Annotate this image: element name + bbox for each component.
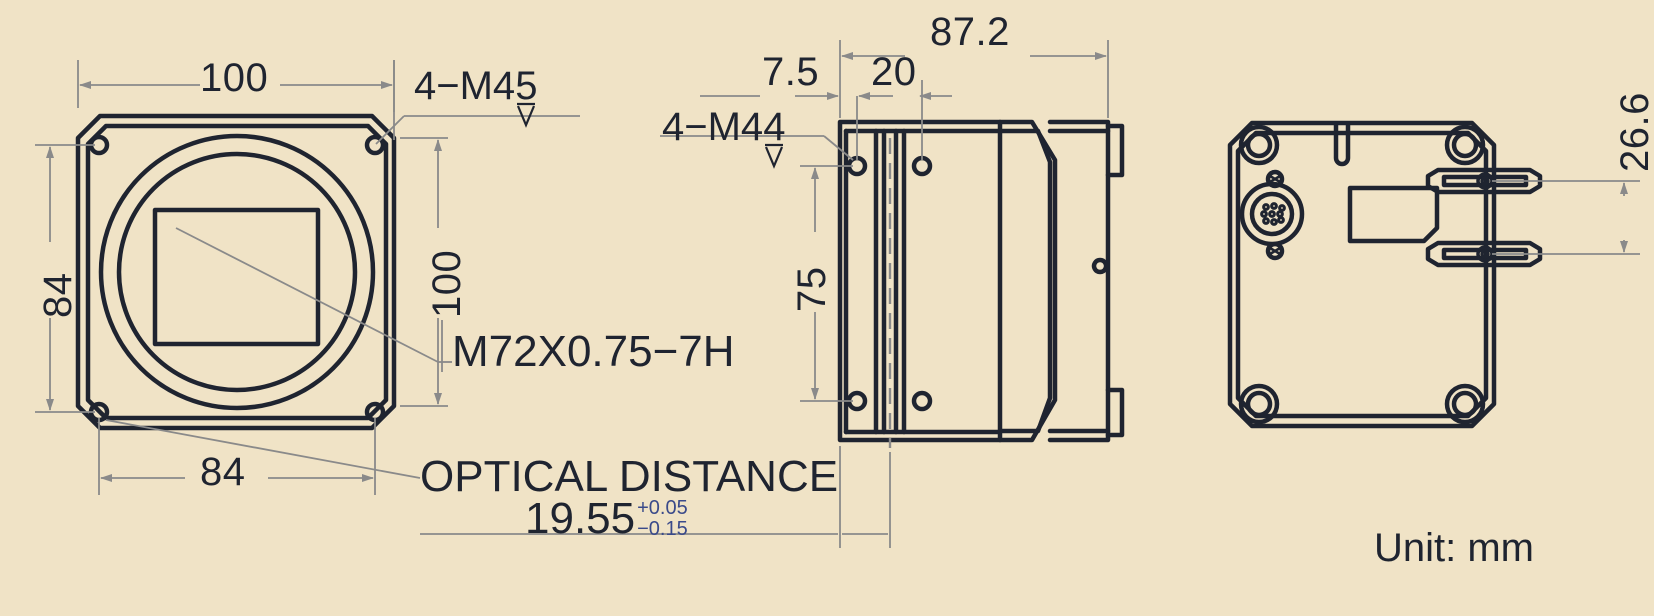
front-screw-note: 4−M4 5 — [414, 64, 538, 128]
rear-connector-spacing-label: 26.6 — [1613, 92, 1654, 172]
depth-symbol-glyph-side — [765, 143, 784, 169]
side-screw-note-thread: M4 — [707, 105, 764, 149]
optical-distance-value: 19.55 — [525, 494, 636, 543]
side-overall-length-label: 87.2 — [930, 10, 1010, 54]
side-view-geometry — [837, 119, 1125, 443]
rear-view-geometry — [1227, 120, 1543, 429]
front-screw-note-depth: 5 — [515, 64, 538, 108]
optical-distance-tolerance: +0.05 −0.15 — [637, 498, 688, 540]
unit-note: Unit: mm — [1374, 526, 1534, 570]
front-hole-width-dimension-label: 84 — [200, 450, 246, 494]
optical-distance-label: OPTICAL DISTANCE — [420, 452, 839, 501]
front-screw-note-dash: − — [436, 64, 460, 108]
side-hole-spacing-label: 20 — [871, 50, 917, 94]
side-hole-height-label: 75 — [790, 266, 834, 313]
front-view-geometry — [75, 113, 397, 431]
front-mount-thread-label: M72X0.75−7H — [452, 327, 735, 376]
front-screw-note-text: 4 — [414, 64, 437, 108]
side-view-dimension-lines — [420, 40, 1109, 548]
front-view-dimension-lines — [35, 60, 580, 495]
tolerance-upper: +0.05 — [637, 497, 688, 520]
side-screw-note-dash: − — [684, 105, 708, 149]
front-width-dimension-label: 100 — [200, 56, 269, 100]
side-screw-note-text: 4 — [662, 105, 685, 149]
side-front-flange-label: 7.5 — [762, 50, 820, 94]
front-height-dimension-label: 100 — [425, 249, 469, 318]
side-screw-note-depth: 4 — [763, 105, 786, 149]
front-hole-height-dimension-label: 84 — [36, 272, 80, 319]
optical-distance-value-group: 19.55 +0.05 −0.15 — [525, 497, 688, 542]
tolerance-lower: −0.15 — [637, 518, 688, 541]
rear-view-dimension-lines — [1492, 180, 1640, 255]
side-screw-note: 4−M4 4 — [662, 105, 786, 169]
front-screw-note-thread: M4 — [459, 64, 516, 108]
depth-symbol-glyph — [517, 102, 536, 128]
